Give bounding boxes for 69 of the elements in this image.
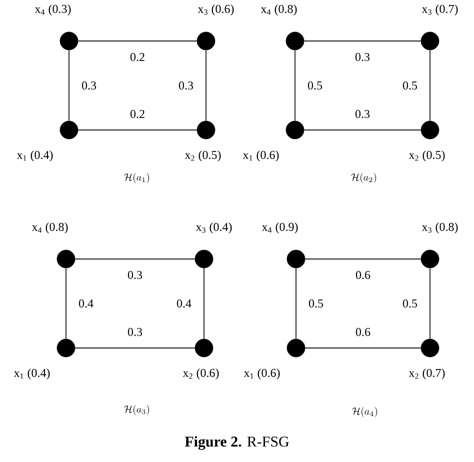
edge-label: 0.3 [82, 81, 96, 90]
edge-line [68, 50, 70, 121]
edge-label: 0.6 [356, 328, 370, 336]
vertex-label: x$_{2}$ (0.7) [408, 368, 445, 380]
edge-line [304, 40, 421, 42]
vertex-label: x$_{4}$ (0.8) [260, 4, 297, 16]
vertex-dot [194, 250, 214, 268]
edge-line [295, 268, 297, 339]
vertex-dot [420, 338, 440, 358]
edge-label: 0.5 [308, 81, 322, 90]
edge-line [65, 268, 67, 339]
vertex-dot [286, 338, 306, 358]
vertex-dot [286, 120, 304, 140]
edge-label: 0.2 [130, 110, 144, 118]
edge-line [75, 258, 195, 260]
vertex-dot [60, 32, 78, 50]
edge-line [305, 347, 421, 349]
vertex-label: x$_{1}$ (0.4) [16, 150, 53, 162]
vertex-label: x$_{4}$ (0.3) [34, 4, 71, 16]
edge-line [205, 50, 207, 121]
vertex-dot [60, 120, 78, 140]
vertex-dot [196, 32, 216, 50]
vertex-dot [286, 32, 304, 50]
vertex-label: x$_{1}$ (0.6) [242, 150, 279, 162]
vertex-label: x$_{1}$ (0.6) [244, 368, 280, 380]
figure-caption: Figure 2. R-FSG [184, 436, 289, 450]
graph-label: $\mathcal{H}(a_1)$ [124, 172, 150, 183]
vertex-dot [420, 32, 440, 50]
vertex-label: x$_{3}$ (0.8) [422, 222, 458, 234]
vertex-dot [420, 120, 440, 140]
edge-line [203, 268, 205, 339]
edge-label: 0.3 [178, 81, 194, 90]
vertex-label: x$_{4}$ (0.8) [32, 222, 68, 234]
edge-label: 0.5 [308, 299, 324, 308]
vertex-label: x$_{3}$ (0.6) [198, 4, 234, 16]
vertex-dot [56, 250, 76, 268]
vertex-dot [420, 250, 440, 268]
edge-line [78, 129, 197, 131]
graph-label: $\mathcal{H}(a_3)$ [124, 404, 150, 415]
edge-line [294, 50, 296, 121]
edge-line [305, 258, 421, 260]
edge-line [75, 347, 195, 349]
vertex-label: x$_{2}$ (0.6) [182, 368, 219, 380]
edge-label: 0.4 [176, 299, 192, 308]
edge-line [429, 50, 431, 121]
edge-label: 0.6 [356, 270, 370, 280]
edge-label: 0.3 [355, 52, 370, 62]
edge-line [78, 40, 197, 42]
vertex-dot [196, 120, 216, 140]
edge-label: 0.3 [128, 328, 142, 336]
vertex-label: x$_{2}$ (0.5) [408, 150, 445, 162]
vertex-dot [286, 250, 306, 268]
vertex-label: x$_{4}$ (0.9) [262, 222, 298, 234]
graph-label: $\mathcal{H}(a_2)$ [351, 172, 376, 183]
vertex-label: x$_{1}$ (0.4) [14, 368, 50, 380]
edge-line [304, 129, 421, 131]
edge-label: 0.4 [78, 299, 94, 308]
vertex-dot [56, 338, 76, 358]
graph-label: $\mathcal{H}(a_4)$ [352, 406, 378, 417]
edge-label: 0.5 [402, 81, 418, 90]
edge-label: 0.3 [355, 110, 370, 118]
vertex-dot [194, 338, 214, 358]
edge-line [429, 268, 431, 339]
vertex-label: x$_{2}$ (0.5) [184, 150, 221, 162]
edge-label: 0.3 [128, 270, 142, 280]
vertex-label: x$_{3}$ (0.7) [422, 4, 458, 16]
edge-label: 0.2 [130, 52, 144, 62]
edge-label: 0.5 [402, 299, 418, 308]
vertex-label: x$_{3}$ (0.4) [196, 222, 232, 234]
